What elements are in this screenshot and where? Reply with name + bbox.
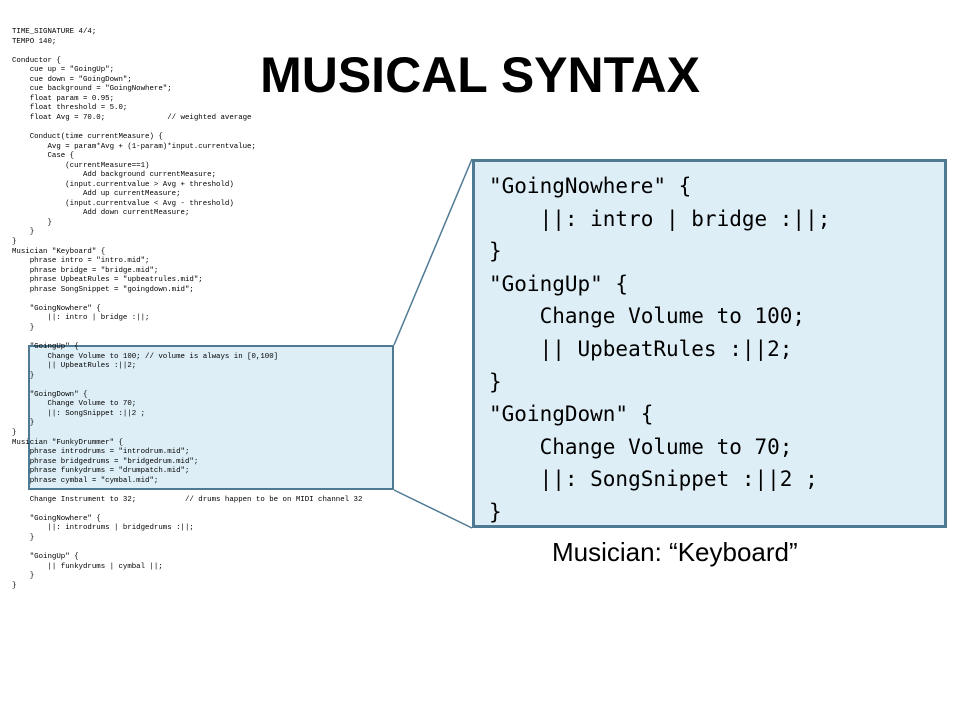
zoom-code-line: ||: SongSnippet :||2 ; xyxy=(489,467,818,492)
slide-title: MUSICAL SYNTAX xyxy=(260,47,700,103)
code-line: "GoingNowhere" { xyxy=(12,304,101,313)
connector-line-top xyxy=(393,158,473,346)
code-line: "GoingDown" { xyxy=(12,390,88,399)
code-line: Add down currentMeasure; xyxy=(12,209,190,218)
code-line: } xyxy=(12,581,17,590)
code-line: ||: SongSnippet :||2 ; xyxy=(12,409,146,418)
code-line: Conduct(time currentMeasure) { xyxy=(12,133,163,142)
code-line: cue up = "GoingUp"; xyxy=(12,66,115,75)
code-line: float threshold = 5.0; xyxy=(12,104,128,113)
code-line: } xyxy=(12,428,17,437)
code-line: Add background currentMeasure; xyxy=(12,171,217,180)
code-line: (input.currentvalue < Avg - threshold) xyxy=(12,199,234,208)
code-line: } xyxy=(12,218,52,227)
code-line: || UpbeatRules :||2; xyxy=(12,362,137,371)
zoom-code-line: "GoingUp" { xyxy=(489,271,629,296)
code-line: (currentMeasure==1) xyxy=(12,161,150,170)
zoom-code-line: ||: intro | bridge :||; xyxy=(489,206,831,231)
code-line: Avg = param*Avg + (1-param)*input.curren… xyxy=(12,142,256,151)
code-line: } xyxy=(12,572,35,581)
code-line: Musician "Keyboard" { xyxy=(12,247,106,256)
code-line: Add up currentMeasure; xyxy=(12,190,181,199)
code-line: "GoingNowhere" { xyxy=(12,514,101,523)
code-line: cue background = "GoingNowhere"; xyxy=(12,85,172,94)
code-line: ||: intro | bridge :||; xyxy=(12,314,150,323)
code-line: Change Volume to 100; // volume is alway… xyxy=(12,352,279,361)
zoom-caption: Musician: “Keyboard” xyxy=(552,537,798,567)
code-line: } xyxy=(12,238,17,247)
code-line: phrase UpbeatRules = "upbeatrules.mid"; xyxy=(12,276,203,285)
zoom-code-line: } xyxy=(489,369,502,394)
zoom-code-line: || UpbeatRules :||2; xyxy=(489,336,793,361)
code-line: || funkydrums | cymbal ||; xyxy=(12,562,163,571)
code-line: Conductor { xyxy=(12,56,61,65)
code-line: phrase bridge = "bridge.mid"; xyxy=(12,266,159,275)
code-line: } xyxy=(12,323,35,332)
code-line: ||: introdrums | bridgedrums :||; xyxy=(12,524,194,533)
code-line: phrase introdrums = "introdrum.mid"; xyxy=(12,448,190,457)
code-line: Musician "FunkyDrummer" { xyxy=(12,438,123,447)
zoom-code-line: "GoingNowhere" { xyxy=(489,174,692,198)
code-line: cue down = "GoingDown"; xyxy=(12,75,132,84)
code-line: "GoingUp" { xyxy=(12,553,79,562)
code-line: } xyxy=(12,228,35,237)
code-line: "GoingUp" { xyxy=(12,343,79,352)
code-line: Case { xyxy=(12,152,75,161)
zoom-code-line: "GoingDown" { xyxy=(489,402,654,427)
zoom-code-line: } xyxy=(489,239,502,264)
code-line: } xyxy=(12,371,35,380)
full-code-listing: TIME_SIGNATURE 4/4;TEMPO 140; Conductor {… xyxy=(12,28,442,688)
code-line: } xyxy=(12,419,35,428)
code-line: Change Instrument to 32; // drums happen… xyxy=(12,495,363,504)
code-line: Change Volume to 70; xyxy=(12,400,137,409)
code-highlight-box xyxy=(28,345,394,490)
zoom-code-line: } xyxy=(489,499,502,524)
code-line: phrase SongSnippet = "goingdown.mid"; xyxy=(12,285,194,294)
code-line: float Avg = 70.0; // weighted average xyxy=(12,113,252,122)
code-line: float param = 0.95; xyxy=(12,94,115,103)
code-line: phrase bridgedrums = "bridgedrum.mid"; xyxy=(12,457,199,466)
zoom-code-line: Change Volume to 100; xyxy=(489,304,806,329)
code-line: phrase intro = "intro.mid"; xyxy=(12,257,150,266)
connector-line-bottom xyxy=(393,489,473,529)
code-line: TIME_SIGNATURE 4/4; xyxy=(12,28,97,36)
zoom-code-line: Change Volume to 70; xyxy=(489,434,793,459)
code-line: phrase cymbal = "cymbal.mid"; xyxy=(12,476,159,485)
code-line: } xyxy=(12,533,35,542)
code-line: phrase funkydrums = "drumpatch.mid"; xyxy=(12,467,190,476)
code-line: TEMPO 140; xyxy=(12,37,57,46)
code-line: (input.currentvalue > Avg + threshold) xyxy=(12,180,234,189)
zoomed-code-box: "GoingNowhere" { ||: intro | bridge :||;… xyxy=(472,159,947,528)
